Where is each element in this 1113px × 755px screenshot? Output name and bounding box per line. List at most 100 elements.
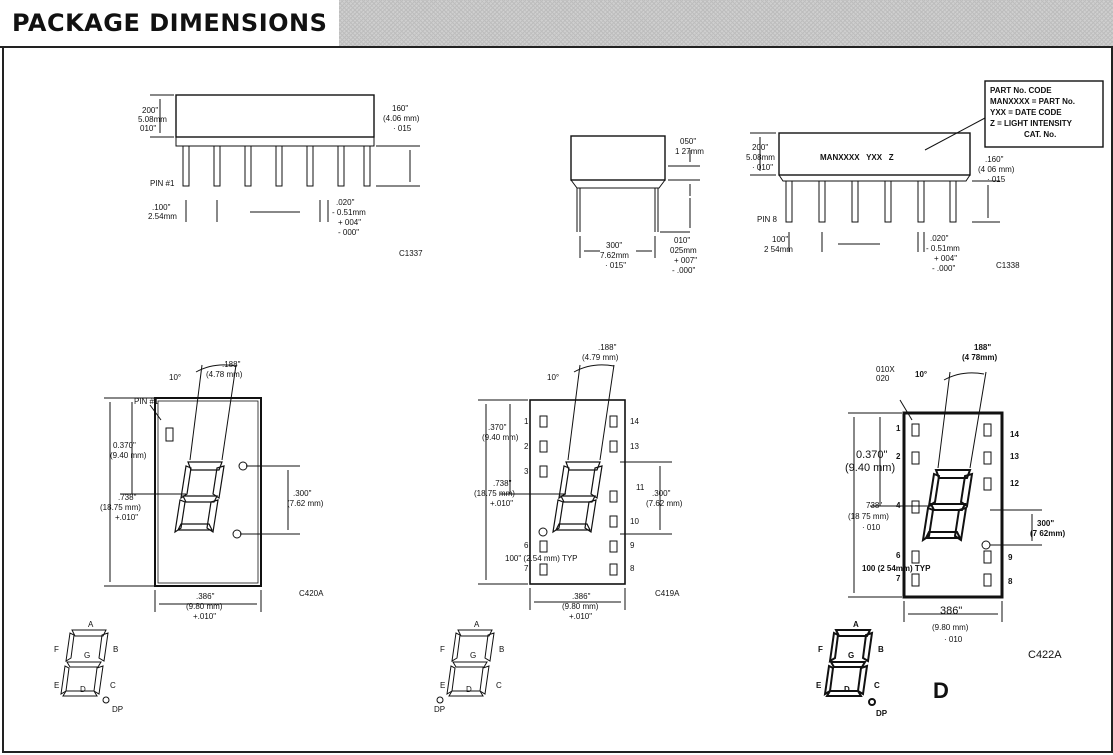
c420a-digit <box>174 461 225 534</box>
c419a-width-3: +.010" <box>569 612 592 621</box>
c420a-dp-1: .300" <box>293 489 312 498</box>
c420a-dp-lower <box>232 529 242 539</box>
c422a-pin-4: 4 <box>896 501 901 510</box>
c420a-seg-w-1: .188" <box>222 360 241 369</box>
c1337-leads <box>182 146 371 187</box>
c419a-seg-w-2: (4.79 mm) <box>582 353 619 362</box>
seg1-c: C <box>110 681 116 690</box>
seg1-dp: DP <box>112 705 123 714</box>
seg1-e: E <box>54 681 59 690</box>
c419a-pin-7: 7 <box>524 564 529 573</box>
seg3-g: G <box>848 651 854 660</box>
c422a-len-3: · 010 <box>862 523 881 532</box>
package-c1338-side-view <box>750 80 1104 252</box>
c420a-width-1: .386" <box>196 592 215 601</box>
c1337-height-2: 5.08mm <box>138 115 167 124</box>
c422a-pin-1: 1 <box>896 424 901 433</box>
c1338-body <box>778 132 971 176</box>
seg2-g: G <box>470 651 476 660</box>
seg3-b: B <box>878 645 884 654</box>
c420a-code: C420A <box>299 589 324 598</box>
c420a-pin-label: PIN #1 <box>134 397 159 406</box>
seg2-d: D <box>466 685 472 694</box>
seg3-f: F <box>818 645 823 654</box>
c1337-lead-w-1: .020" <box>336 198 355 207</box>
c419a-labels: .188" (4.79 mm) 10° .370" (9.40 mm) .738… <box>474 343 683 621</box>
c419a-width-1: .386" <box>572 592 591 601</box>
c419a-pin-13: 13 <box>630 442 639 451</box>
c419a-pin-2: 2 <box>524 442 529 451</box>
c1338-side-lead-2: 025mm <box>670 246 697 255</box>
c419a-pins-right <box>609 415 618 576</box>
c419a-pins-left <box>539 415 548 576</box>
c422a-pin-dim-2: 020 <box>876 374 890 383</box>
c422a-width-1: 386" <box>940 605 962 617</box>
c1338-lead-len-1: .160" <box>985 155 1004 164</box>
c1337-pitch-1: .100" <box>152 203 171 212</box>
c422a-seg-h-1: 0.370" <box>856 449 888 461</box>
c422a-angle: 10° <box>915 370 927 379</box>
c422a-dp-1: 300" <box>1037 519 1054 528</box>
c419a-dp <box>538 527 548 537</box>
c422a-labels: 188" (4 78mm) 10° 010X 020 0.370" (9.40 … <box>845 343 1065 703</box>
c420a-seg-h-2: (9.40 mm) <box>110 451 147 460</box>
seg2-a: A <box>474 620 480 629</box>
c1338-lead-w-1: .020" <box>930 234 949 243</box>
seg2-c: C <box>496 681 502 690</box>
c422a-body <box>902 411 1004 599</box>
c1338-leads <box>785 181 957 223</box>
c419a-digit <box>552 461 603 534</box>
seg1-b: B <box>113 645 118 654</box>
c1337-lead-w-4: - 000" <box>338 228 359 237</box>
c422a-pin-6: 6 <box>896 551 901 560</box>
c1337-pin-label: PIN #1 <box>150 179 175 188</box>
c1338-end-body <box>570 135 666 181</box>
segment-diagram-1-labels: A B F G E D C DP <box>54 620 123 714</box>
segment-diagram-2-labels: A B F G E D C DP <box>434 620 504 714</box>
c422a-pin-14: 14 <box>1010 430 1019 439</box>
c422a-seg-w-2: (4 78mm) <box>962 353 997 362</box>
c1338-side-top-1: 050" <box>680 137 696 146</box>
c422a-len-2: (18 75 mm) <box>848 512 889 521</box>
c419a-angle: 10° <box>547 373 559 382</box>
c1337-labels: 200" 5.08mm 010" 160" (4.06 mm) · 015 PI… <box>138 104 423 258</box>
c422a-seg-h-2: (9.40 mm) <box>845 462 895 474</box>
marking-legend-box <box>984 80 1104 148</box>
c1338-side-lead-3: + 007" <box>674 256 697 265</box>
c420a-width-3: +.010" <box>193 612 216 621</box>
c419a-pin-9: 9 <box>630 541 635 550</box>
seg3-a: A <box>853 620 859 629</box>
c1338-lead-len-2: (4 06 mm) <box>978 165 1015 174</box>
c422a-dp <box>981 540 991 550</box>
segment-diagram-3-labels: A B F G E D C DP <box>816 620 888 718</box>
c422a-width-2: (9.80 mm) <box>932 623 969 632</box>
c422a-pin-8: 8 <box>1008 577 1013 586</box>
c422a-pitch: 100 (2 54mm) TYP <box>862 564 931 573</box>
seg3-dp: DP <box>876 709 888 718</box>
c420a-seg-h-1: 0.370" <box>113 441 136 450</box>
c422a-pin-2: 2 <box>896 452 901 461</box>
c419a-pin-1: 1 <box>524 417 529 426</box>
c1337-height-3: 010" <box>140 124 156 133</box>
legend-line-2: MANXXXX = PART No. <box>990 97 1075 106</box>
section-banner: PACKAGE DIMENSIONS <box>0 0 1113 48</box>
c420a-angle: 10° <box>169 373 181 382</box>
seg2-dp: DP <box>434 705 445 714</box>
c1338-marking: MANXXXX YXX Z <box>820 153 894 162</box>
segment-diagram-1 <box>60 629 110 704</box>
c1337-base <box>175 136 375 147</box>
legend-line-4: Z = LIGHT INTENSITY <box>990 119 1073 128</box>
c419a-pin-6: 6 <box>524 541 529 550</box>
c419a-len-3: +.010" <box>490 499 513 508</box>
c419a-pin-14: 14 <box>630 417 639 426</box>
c1338-height-2: 5.08mm <box>746 153 775 162</box>
c422a-digit <box>921 469 974 543</box>
c419a-code: C419A <box>655 589 680 598</box>
c419a-body <box>529 399 626 585</box>
c420a-width-2: (9.80 mm) <box>186 602 223 611</box>
c419a-pitch: 100" (2.54 mm) TYP <box>505 554 578 563</box>
package-c419a <box>478 364 672 610</box>
segment-diagram-3 <box>823 629 876 706</box>
segment-diagram-2 <box>436 629 495 704</box>
c1338-lead-len-3: · 015 <box>987 175 1006 184</box>
